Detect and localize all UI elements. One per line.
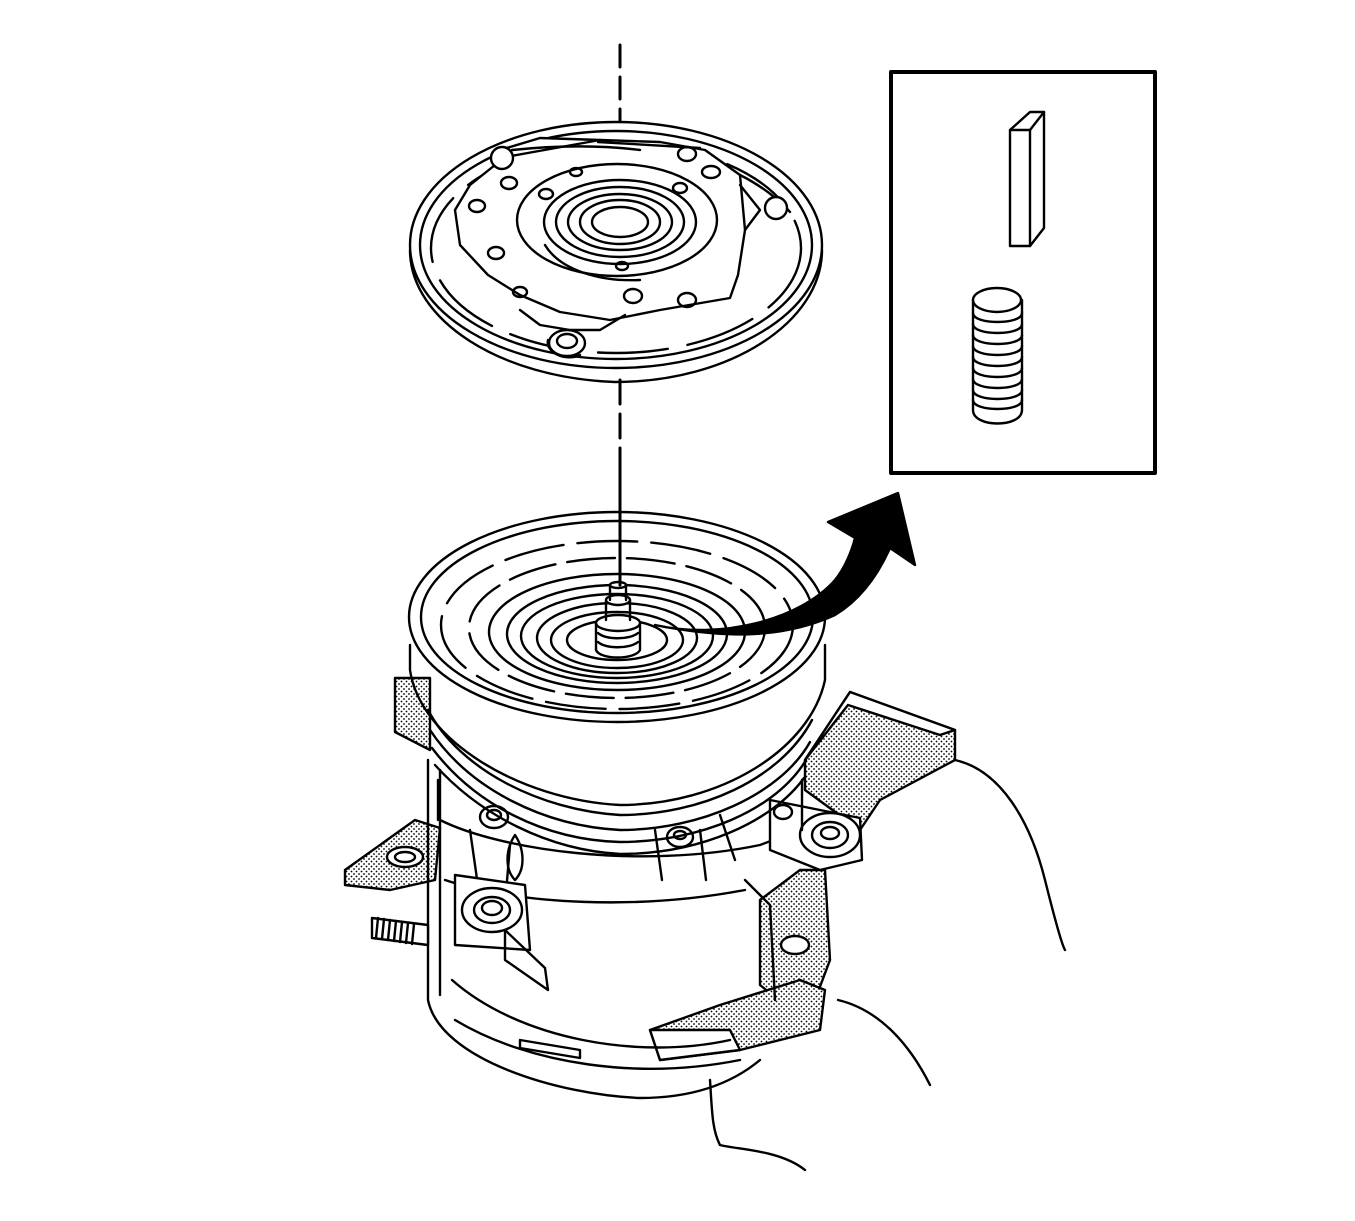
- shaft-icon: [594, 580, 642, 659]
- hand-icon: [708, 758, 1067, 1172]
- callout-arrow-icon: [653, 491, 917, 636]
- holding-tool-icon: [343, 676, 957, 1062]
- clutch-plate-icon: [408, 120, 824, 384]
- compressor-body-icon: [370, 758, 864, 1100]
- shim-stack-icon: [971, 286, 1024, 425]
- key-icon: [1008, 110, 1046, 248]
- compressor-pulley-icon: [407, 510, 827, 856]
- detail-inset: [889, 70, 1157, 475]
